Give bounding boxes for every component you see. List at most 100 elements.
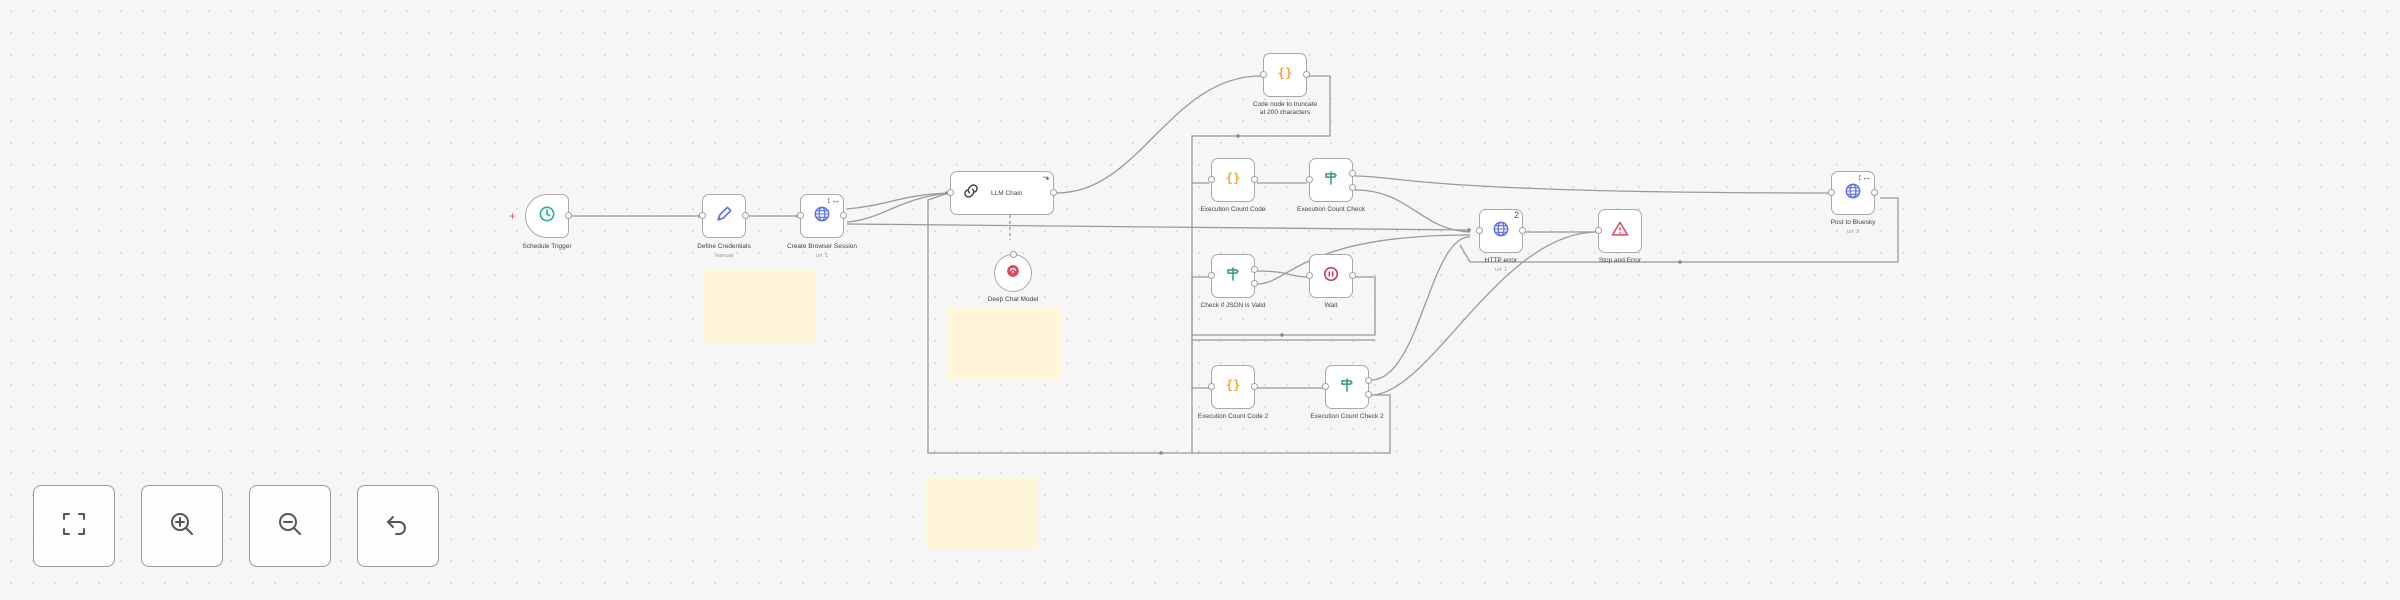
create-browser-session-node[interactable]: ↕↔ xyxy=(797,194,847,238)
node-label: Execution Count Check 2 xyxy=(1310,413,1384,420)
node-label: Schedule Trigger xyxy=(522,243,572,250)
zoom-out-button[interactable] xyxy=(249,485,331,567)
code-truncate-node[interactable]: {} xyxy=(1260,53,1310,97)
input-port[interactable] xyxy=(1306,272,1313,279)
output-port[interactable] xyxy=(1050,189,1057,196)
input-port[interactable] xyxy=(1828,189,1835,196)
post-to-bluesky-node[interactable]: ↕↔ xyxy=(1828,171,1878,215)
undo-button[interactable] xyxy=(357,485,439,567)
braces-icon: {} xyxy=(1223,168,1243,193)
node-label: HTTP error xyxy=(1484,257,1518,264)
warning-icon xyxy=(1610,219,1630,244)
globe-icon xyxy=(1843,181,1863,206)
wire xyxy=(1370,231,1598,396)
output-port[interactable] xyxy=(1349,272,1356,279)
output-port[interactable] xyxy=(1365,391,1372,399)
wire xyxy=(1370,236,1471,381)
globe-icon xyxy=(1491,219,1511,244)
braces-icon: {} xyxy=(1223,375,1243,400)
node-badge: 2 xyxy=(1513,210,1519,220)
node-label: Execution Count Check xyxy=(1297,206,1365,213)
fit-view-icon xyxy=(58,508,90,545)
node-sublabel: url: 1 xyxy=(1494,267,1508,273)
wire xyxy=(1191,339,1375,388)
output-port[interactable] xyxy=(1251,265,1258,273)
output-port[interactable] xyxy=(1349,169,1356,177)
input-port[interactable] xyxy=(1208,272,1215,279)
execution-count-check-node[interactable] xyxy=(1306,158,1356,202)
output-port[interactable] xyxy=(1871,189,1878,196)
output-port[interactable] xyxy=(1251,176,1258,183)
input-port[interactable] xyxy=(797,212,804,219)
deep-chat-model-node[interactable] xyxy=(994,251,1032,292)
sticky-note[interactable] xyxy=(925,477,1038,550)
node-label: Execution Count Code 2 xyxy=(1197,413,1269,420)
wire xyxy=(1354,189,1471,233)
input-port[interactable] xyxy=(1306,176,1313,183)
sticky-note[interactable] xyxy=(948,307,1061,380)
execution-count-code-2-node[interactable]: {} xyxy=(1208,365,1258,409)
clock-icon xyxy=(537,204,557,229)
schedule-trigger-node[interactable] xyxy=(525,194,572,238)
node-label: Post to Bluesky xyxy=(1830,219,1876,226)
stop-and-error-node[interactable] xyxy=(1595,209,1642,253)
sticky-note[interactable] xyxy=(703,270,816,343)
zoom-in-icon xyxy=(166,508,198,545)
wire xyxy=(927,75,1331,454)
pencil-icon xyxy=(714,204,734,229)
wire xyxy=(846,223,1471,231)
wire xyxy=(1354,175,1833,194)
wire xyxy=(1459,197,1899,263)
input-port[interactable] xyxy=(1595,227,1602,234)
node-label: Check if JSON is Valid xyxy=(1200,302,1266,309)
zoom-in-button[interactable] xyxy=(141,485,223,567)
input-port[interactable] xyxy=(1322,383,1329,390)
svg-text:{}: {} xyxy=(1225,377,1240,392)
llm-chain-node[interactable]: ⬎ LLM Chain xyxy=(947,171,1057,215)
output-port[interactable] xyxy=(1365,376,1372,384)
execution-count-code-node[interactable]: {} xyxy=(1208,158,1258,202)
node-label: Execution Count Code xyxy=(1200,206,1266,213)
output-port[interactable] xyxy=(840,212,847,219)
link-icon xyxy=(961,181,981,206)
globe-icon xyxy=(812,204,832,229)
input-port[interactable] xyxy=(947,189,954,196)
input-port[interactable] xyxy=(699,212,706,219)
signpost-icon xyxy=(1321,168,1341,193)
output-port[interactable] xyxy=(742,212,749,219)
trigger-marker: + xyxy=(509,209,517,223)
check-json-valid-node[interactable] xyxy=(1208,254,1258,298)
signpost-icon xyxy=(1337,375,1357,400)
output-port[interactable] xyxy=(1251,383,1258,390)
output-port[interactable] xyxy=(1009,251,1017,258)
pause-icon xyxy=(1321,264,1341,289)
input-port[interactable] xyxy=(1208,383,1215,390)
output-port[interactable] xyxy=(1349,184,1356,192)
wire xyxy=(846,192,949,223)
input-port[interactable] xyxy=(1476,227,1483,234)
output-port[interactable] xyxy=(1303,71,1310,78)
fit-view-button[interactable] xyxy=(33,485,115,567)
wire xyxy=(1256,270,1308,278)
node-sublabel: url: 1 xyxy=(1846,229,1860,235)
http-error-node[interactable]: 2 xyxy=(1476,209,1526,253)
node-badge: ↕↔ xyxy=(1857,172,1872,182)
define-credentials-node[interactable] xyxy=(699,194,749,238)
execution-count-check-2-node[interactable] xyxy=(1322,365,1372,409)
zoom-out-icon xyxy=(274,508,306,545)
undo-icon xyxy=(382,508,414,545)
output-port[interactable] xyxy=(1519,227,1526,234)
svg-text:{}: {} xyxy=(1277,65,1292,80)
output-port[interactable] xyxy=(565,212,572,219)
signpost-icon xyxy=(1223,264,1243,289)
input-port[interactable] xyxy=(1260,71,1267,78)
model-icon xyxy=(1003,261,1023,286)
output-port[interactable] xyxy=(1251,280,1258,288)
node-label: LLM Chain xyxy=(991,189,1023,197)
node-badge: ↕↔ xyxy=(826,195,841,205)
input-port[interactable] xyxy=(1208,176,1215,183)
wire xyxy=(1192,394,1391,454)
wait-node[interactable] xyxy=(1306,254,1356,298)
